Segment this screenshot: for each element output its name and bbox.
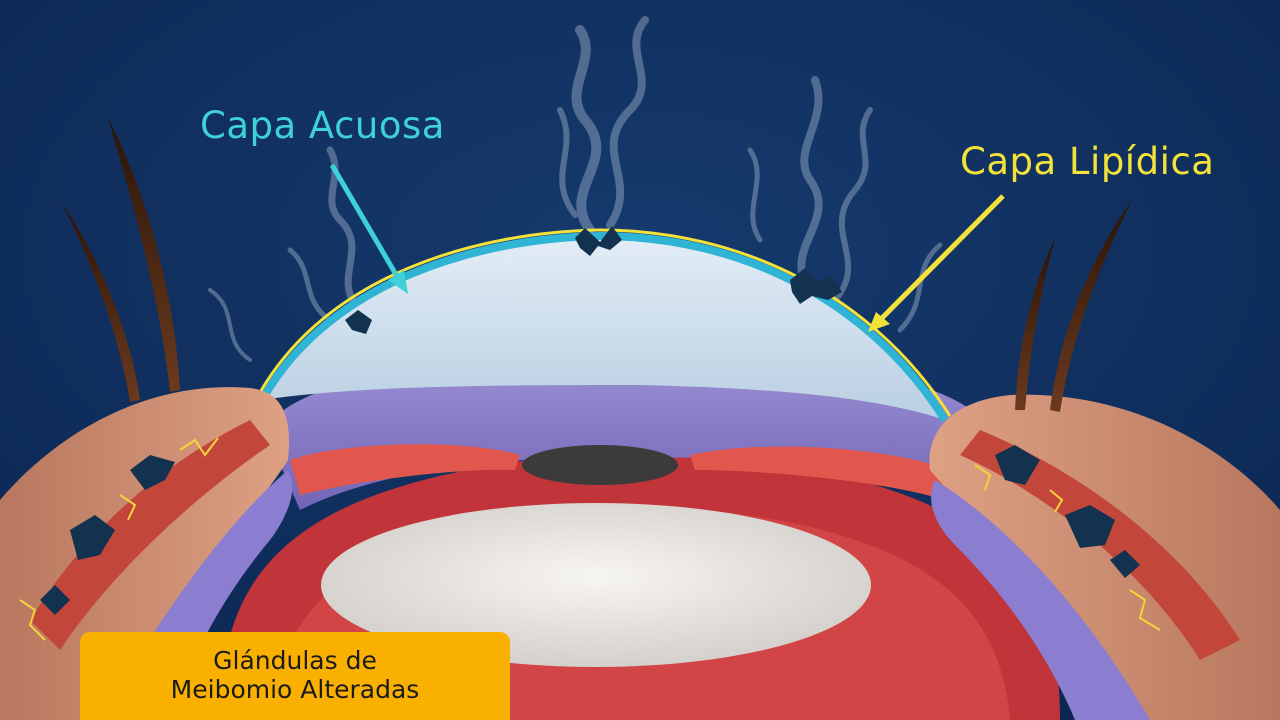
right-lash-2 bbox=[1015, 238, 1055, 410]
lipid-layer-line bbox=[256, 228, 952, 417]
right-conjunctiva bbox=[931, 480, 1150, 720]
meibomian-glands-badge: Glándulas de Meibomio Alteradas bbox=[80, 632, 510, 720]
eyelashes bbox=[62, 118, 1132, 412]
right-lash-1 bbox=[1050, 200, 1132, 412]
iris bbox=[265, 361, 1000, 520]
badge-line-1: Glándulas de bbox=[213, 646, 377, 675]
cornea bbox=[262, 236, 945, 420]
iris-band-left bbox=[290, 444, 520, 495]
left-meibomian-gland bbox=[30, 420, 270, 650]
right-gland-blockages bbox=[995, 445, 1140, 578]
tear-film-breaks bbox=[345, 226, 842, 334]
aqueous-layer-label: Capa Acuosa bbox=[200, 104, 445, 147]
lipid-arrow bbox=[868, 194, 1005, 332]
left-gland-blockages bbox=[40, 455, 175, 615]
aqueous-layer-line bbox=[258, 231, 949, 423]
lipid-layer-label: Capa Lipídica bbox=[960, 140, 1215, 183]
right-gland-inflammation bbox=[974, 464, 1161, 631]
evaporation-wisps bbox=[208, 16, 943, 362]
pupil bbox=[522, 445, 678, 485]
lens bbox=[321, 503, 871, 667]
badge-line-2: Meibomio Alteradas bbox=[170, 675, 420, 704]
aqueous-arrow bbox=[329, 163, 408, 294]
left-lash-2 bbox=[62, 203, 140, 402]
left-gland-inflammation bbox=[19, 437, 219, 641]
iris-band-right bbox=[690, 446, 950, 500]
left-lash-1 bbox=[108, 118, 180, 392]
